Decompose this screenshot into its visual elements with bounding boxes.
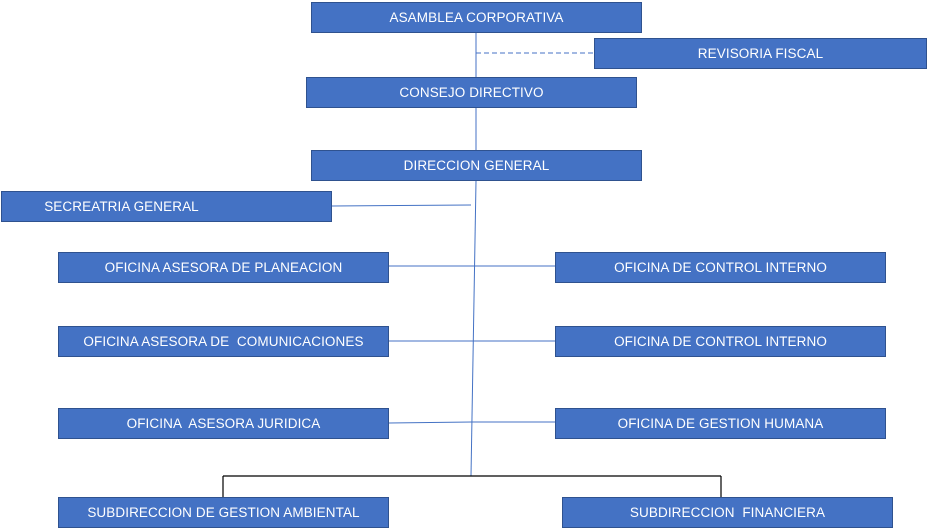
node-oficina-gestion-humana: OFICINA DE GESTION HUMANA [555, 408, 886, 439]
node-direccion-general: DIRECCION GENERAL [311, 150, 642, 181]
connector-spine-main [470, 180, 477, 477]
node-subdireccion-financiera: SUBDIRECCION FINANCIERA [562, 497, 893, 528]
node-oficina-control-interno-2: OFICINA DE CONTROL INTERNO [555, 326, 886, 357]
node-secretaria-general: SECREATRIA GENERAL [1, 191, 332, 222]
node-oficina-control-interno-1: OFICINA DE CONTROL INTERNO [555, 252, 886, 283]
node-oficina-juridica: OFICINA ASESORA JURIDICA [58, 408, 389, 439]
node-oficina-planeacion: OFICINA ASESORA DE PLANEACION [58, 252, 389, 283]
connector-juridica [388, 421, 473, 424]
node-revisoria-fiscal: REVISORIA FISCAL [594, 38, 927, 69]
node-oficina-comunicaciones: OFICINA ASESORA DE COMUNICACIONES [58, 326, 389, 357]
connector-secretaria [331, 204, 472, 207]
node-consejo-directivo: CONSEJO DIRECTIVO [306, 77, 637, 108]
node-subdireccion-gestion-ambiental: SUBDIRECCION DE GESTION AMBIENTAL [58, 497, 389, 528]
node-asamblea-corporativa: ASAMBLEA CORPORATIVA [311, 2, 642, 33]
